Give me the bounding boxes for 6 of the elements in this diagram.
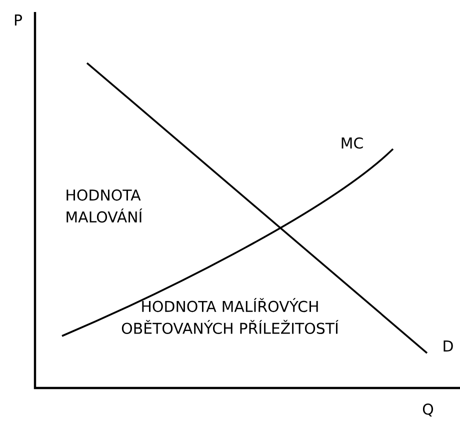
axis-label: P <box>14 14 22 26</box>
axis-label: Q <box>422 404 434 416</box>
curve-label: D <box>444 340 453 352</box>
area-label: HODNOTA MALOVÁNÍ <box>66 189 142 223</box>
curve-label: MC <box>342 137 363 149</box>
area-label: HODNOTA MALÍŘOVÝCH OBĚTOVANÝCH PŘÍLEŽITOSTÍ <box>122 298 338 334</box>
